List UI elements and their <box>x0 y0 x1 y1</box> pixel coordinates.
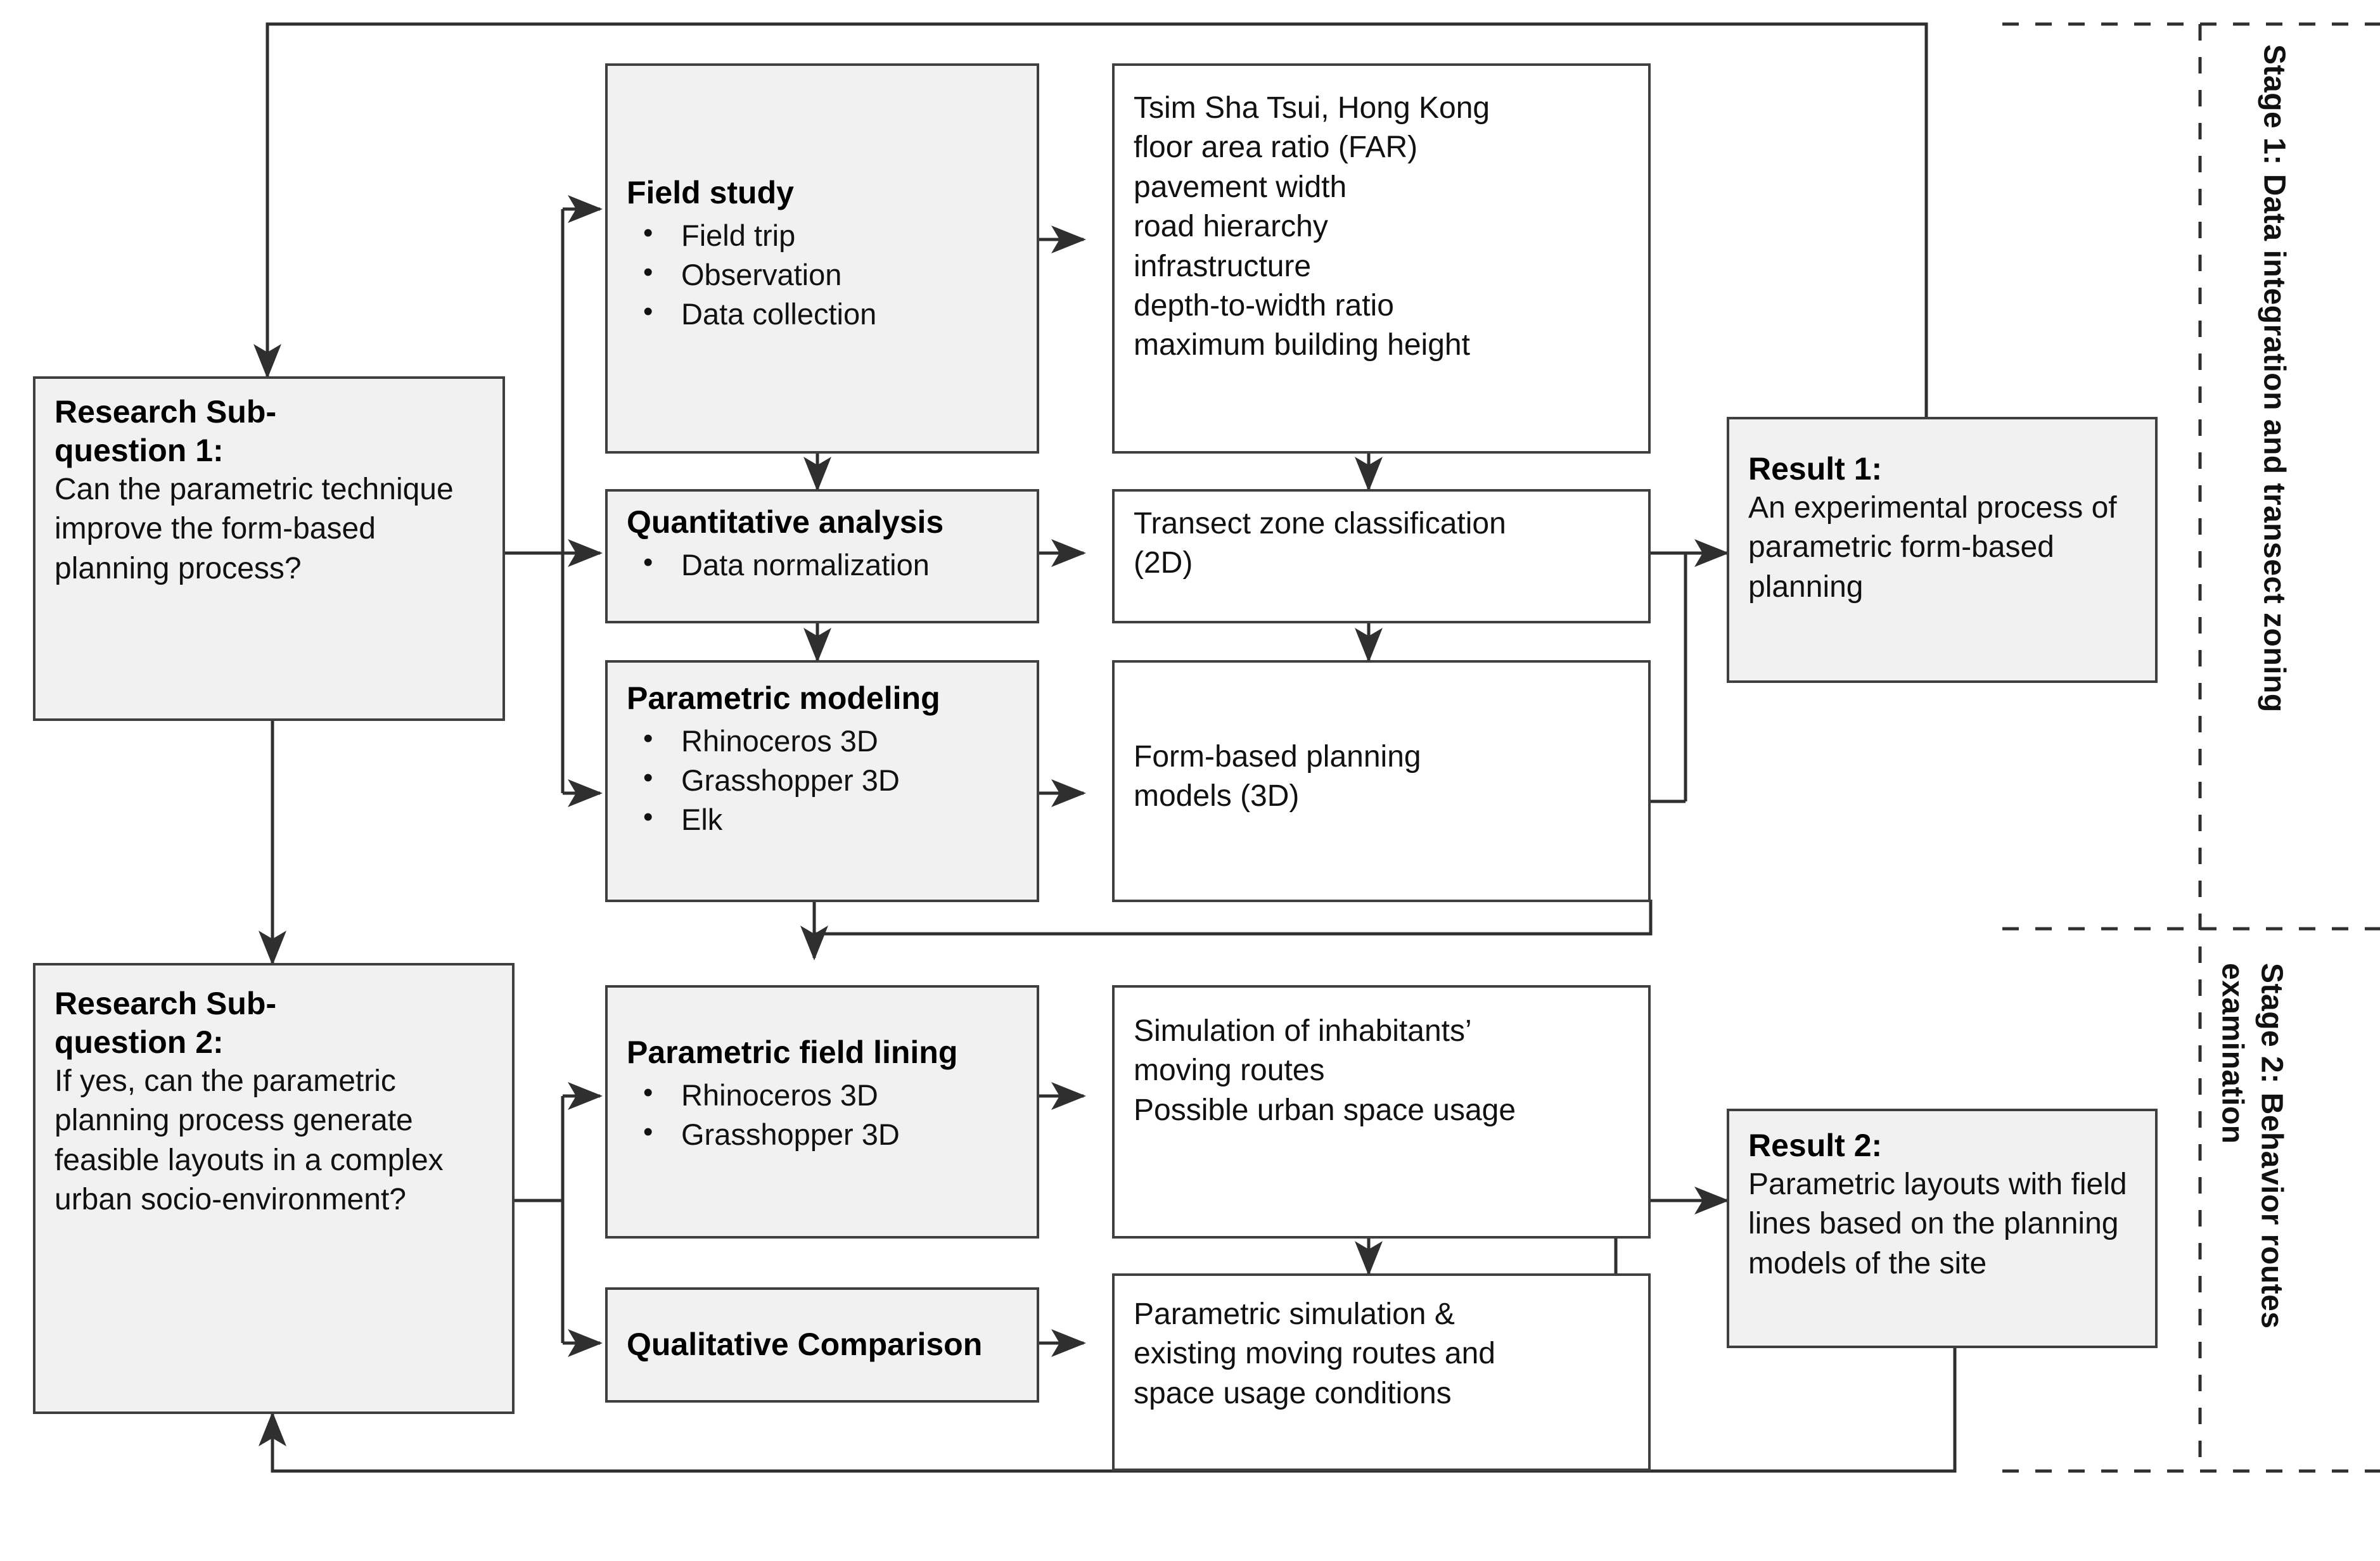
site-data-line: depth-to-width ratio <box>1134 288 1394 322</box>
node-simulation-moving-routes[interactable]: Simulation of inhabitants’ moving routes… <box>1112 985 1651 1239</box>
list-item: Data normalization <box>627 544 1018 585</box>
parametric-field-lining-list: Rhinoceros 3D Grasshopper 3D <box>627 1074 1018 1154</box>
result1-title: Result 1: <box>1748 451 1883 487</box>
list-item: Field trip <box>627 215 1018 255</box>
rsq2-body: If yes, can the parametric planning proc… <box>54 1064 444 1217</box>
site-data-line: Tsim Sha Tsui, Hong Kong <box>1134 91 1490 125</box>
rsq2-title-line1: Research Sub- <box>54 986 277 1021</box>
param-sim-compare-line: Parametric simulation & <box>1134 1297 1455 1331</box>
result2-title: Result 2: <box>1748 1128 1883 1163</box>
list-item: Rhinoceros 3D <box>627 1074 1018 1115</box>
list-item: Rhinoceros 3D <box>627 720 1018 761</box>
fbp-models-line: models (3D) <box>1134 779 1300 813</box>
param-sim-compare-lines: Parametric simulation & existing moving … <box>1115 1276 1648 1427</box>
node-result-2[interactable]: Result 2: Parametric layouts with field … <box>1727 1109 2158 1348</box>
stage-2-label-line1: Stage 2: Behavior routes <box>2255 963 2289 1329</box>
stage-2-label-group: Stage 2: Behavior routes examination <box>2211 963 2332 1482</box>
wire-result1-to-rsq1 <box>253 22 1928 419</box>
list-item: Observation <box>627 254 1018 295</box>
site-data-line: infrastructure <box>1134 249 1312 283</box>
quantitative-analysis-title: Quantitative analysis <box>627 504 944 540</box>
simulation-line: moving routes <box>1134 1054 1325 1088</box>
node-parametric-simulation-comparison[interactable]: Parametric simulation & existing moving … <box>1112 1273 1651 1471</box>
list-item: Data collection <box>627 293 1018 334</box>
node-qualitative-comparison[interactable]: Qualitative Comparison <box>605 1287 1039 1403</box>
node-quantitative-analysis[interactable]: Quantitative analysis Data normalization <box>605 489 1039 623</box>
transect-lines: Transect zone classification (2D) <box>1115 492 1648 597</box>
qualitative-comparison-title: Qualitative Comparison <box>627 1327 983 1362</box>
site-data-line: floor area ratio (FAR) <box>1134 131 1418 165</box>
list-item: Grasshopper 3D <box>627 1114 1018 1154</box>
site-data-line: pavement width <box>1134 170 1347 204</box>
rsq1-title-line1: Research Sub- <box>54 394 277 430</box>
site-data-line: road hierarchy <box>1134 210 1328 244</box>
node-transect-zone-classification[interactable]: Transect zone classification (2D) <box>1112 489 1651 623</box>
fbp-models-lines: Form-based planning models (3D) <box>1115 663 1648 831</box>
parametric-field-lining-title: Parametric field lining <box>627 1035 958 1070</box>
list-item: Grasshopper 3D <box>627 760 1018 800</box>
node-parametric-field-lining[interactable]: Parametric field lining Rhinoceros 3D Gr… <box>605 985 1039 1239</box>
field-study-list: Field trip Observation Data collection <box>627 215 1018 334</box>
node-parametric-modeling[interactable]: Parametric modeling Rhinoceros 3D Grassh… <box>605 660 1039 902</box>
rsq1-title-line2: question 1: <box>54 433 224 468</box>
stage-2-label-line2: examination <box>2215 963 2249 1144</box>
parametric-modeling-title: Parametric modeling <box>627 680 940 716</box>
node-site-data[interactable]: Tsim Sha Tsui, Hong Kong floor area rati… <box>1112 63 1651 454</box>
result1-body: An experimental process of parametric fo… <box>1748 491 2117 604</box>
site-data-line: maximum building height <box>1134 328 1470 362</box>
node-field-study[interactable]: Field study Field trip Observation Data … <box>605 63 1039 454</box>
result2-body: Parametric layouts with field lines base… <box>1748 1168 2127 1280</box>
field-study-title: Field study <box>627 175 794 210</box>
simulation-lines: Simulation of inhabitants’ moving routes… <box>1115 988 1648 1144</box>
node-form-based-planning-models[interactable]: Form-based planning models (3D) <box>1112 660 1651 902</box>
rsq1-body: Can the parametric technique improve the… <box>54 473 454 585</box>
param-sim-compare-line: existing moving routes and <box>1134 1337 1495 1371</box>
param-sim-compare-line: space usage conditions <box>1134 1376 1452 1410</box>
rsq2-title-line2: question 2: <box>54 1024 224 1060</box>
simulation-line: Possible urban space usage <box>1134 1093 1516 1127</box>
node-result-1[interactable]: Result 1: An experimental process of par… <box>1727 417 2158 683</box>
stage-1-label: Stage 1: Data integration and transect z… <box>2257 44 2291 713</box>
node-research-subquestion-1[interactable]: Research Sub- question 1: Can the parame… <box>33 376 505 721</box>
transect-line: (2D) <box>1134 546 1193 580</box>
fbp-models-line: Form-based planning <box>1134 740 1421 774</box>
transect-line: Transect zone classification <box>1134 507 1506 540</box>
list-item: Elk <box>627 799 1018 839</box>
quantitative-analysis-list: Data normalization <box>627 544 1018 585</box>
parametric-modeling-list: Rhinoceros 3D Grasshopper 3D Elk <box>627 720 1018 839</box>
simulation-line: Simulation of inhabitants’ <box>1134 1014 1472 1048</box>
node-research-subquestion-2[interactable]: Research Sub- question 2: If yes, can th… <box>33 963 515 1414</box>
site-data-lines: Tsim Sha Tsui, Hong Kong floor area rati… <box>1115 66 1648 379</box>
